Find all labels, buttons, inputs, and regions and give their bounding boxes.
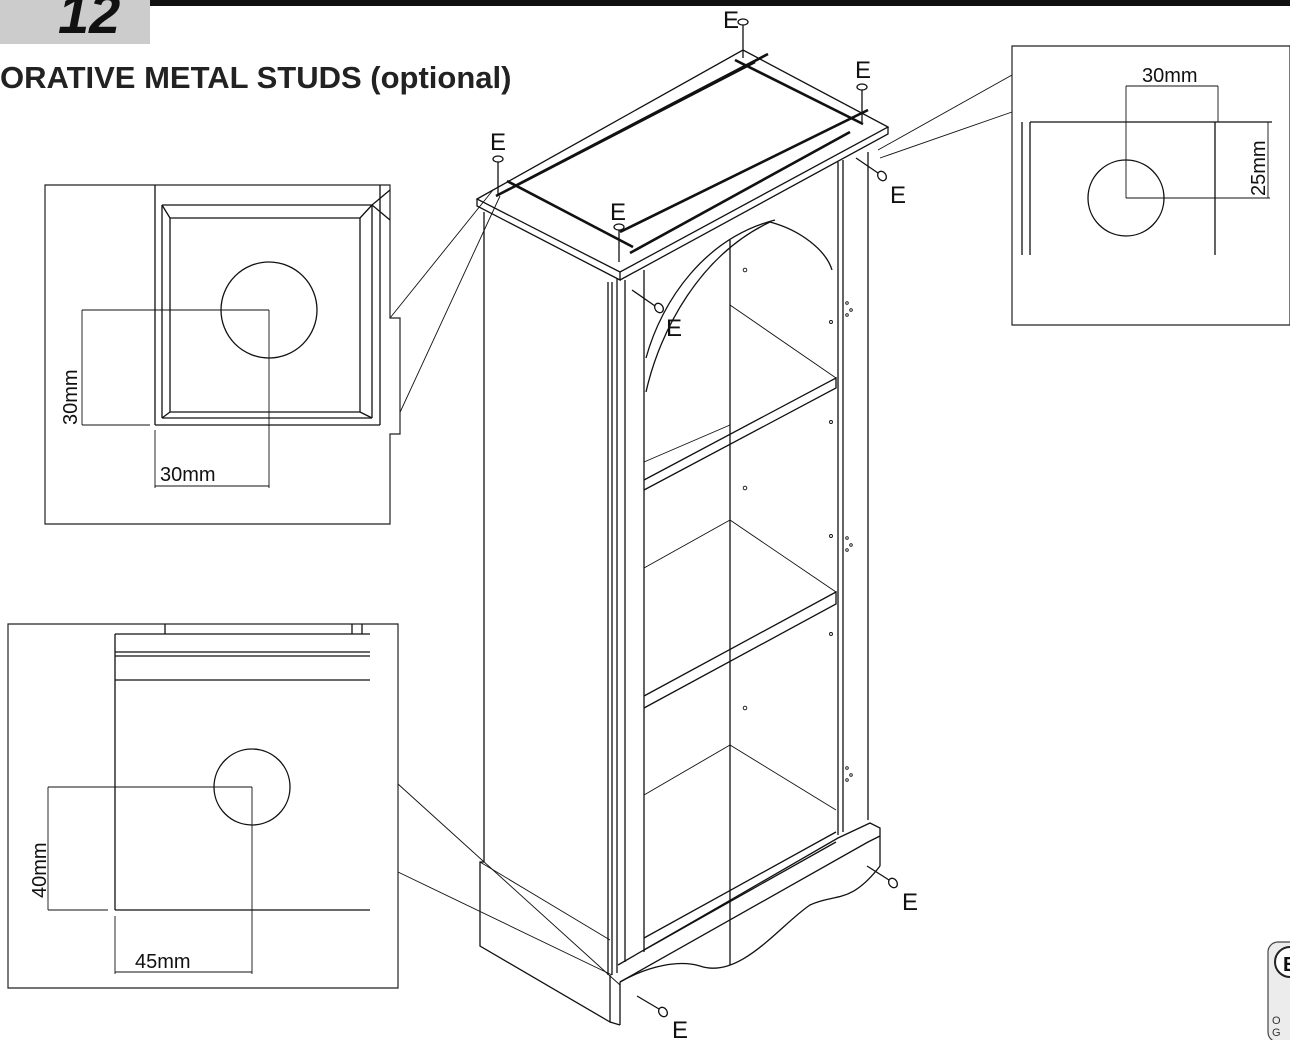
dimension-vertical: 30mm xyxy=(60,369,82,425)
step-number: 12 xyxy=(58,0,121,44)
leader-lines xyxy=(389,74,1013,986)
header-rule xyxy=(150,0,1290,6)
stud-top-left: E xyxy=(490,129,506,195)
dimension-horizontal: 45mm xyxy=(135,951,191,973)
detail-top-side: 30mm 25mm xyxy=(1011,45,1290,326)
corner-fragment: E O G xyxy=(1267,941,1290,1040)
stud-label: E xyxy=(490,129,506,156)
dimension-horizontal: 30mm xyxy=(160,464,216,486)
dimension-vertical: 40mm xyxy=(29,842,51,898)
page-title: ORATIVE METAL STUDS (optional) xyxy=(0,60,512,95)
step-badge: 12 xyxy=(0,0,150,44)
stud-label: E xyxy=(855,57,871,84)
detail-top-corner: 30mm 30mm xyxy=(44,184,401,525)
stud-side-upper: E xyxy=(855,157,906,209)
stud-label: E xyxy=(610,199,626,226)
stud-label: E xyxy=(902,889,918,916)
corner-symbol: E xyxy=(1283,954,1290,976)
stud-label: E xyxy=(890,182,906,209)
stud-top-back: E xyxy=(723,7,749,58)
detail-base-corner: 40mm 45mm xyxy=(7,623,399,989)
stud-label: E xyxy=(672,1017,688,1040)
stud-front-lower: E xyxy=(636,995,688,1040)
stud-label: E xyxy=(666,315,682,342)
stud-top-front: E xyxy=(610,199,626,262)
corner-line-1: O xyxy=(1272,1015,1281,1027)
stud-side-lower: E xyxy=(866,865,918,916)
dimension-horizontal: 30mm xyxy=(1142,65,1198,87)
stud-label: E xyxy=(723,7,739,34)
stud-top-right: E xyxy=(855,57,871,122)
corner-line-2: G xyxy=(1272,1027,1281,1039)
cabinet-drawing xyxy=(475,49,890,1026)
dimension-vertical: 25mm xyxy=(1248,140,1270,196)
stud-front-upper: E xyxy=(631,289,682,342)
